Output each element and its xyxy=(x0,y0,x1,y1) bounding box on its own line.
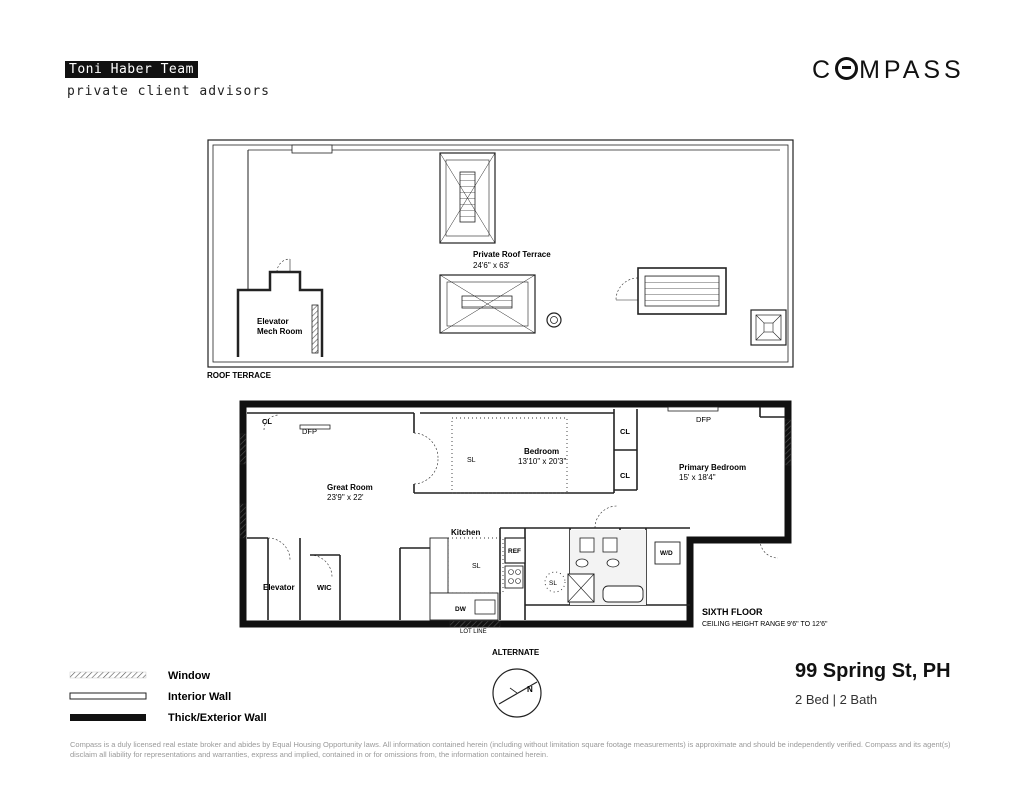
great-room-label: Great Room xyxy=(327,483,373,492)
legend-interior-swatch xyxy=(69,692,147,700)
lot-line-label: LOT LINE xyxy=(460,629,487,635)
primary-bedroom-label: Primary Bedroom xyxy=(679,463,746,472)
mech-room-label-2: Mech Room xyxy=(257,327,302,336)
window-west-1 xyxy=(239,433,247,465)
roof-stair-bulkhead xyxy=(615,267,727,315)
legend-window-swatch xyxy=(69,671,147,679)
legend-window-label: Window xyxy=(168,670,210,682)
wic-label: WIC xyxy=(317,583,332,592)
great-room-dims: 23'9" x 22' xyxy=(327,493,364,502)
bedroom-label: Bedroom xyxy=(524,447,559,456)
alternate-label: ALTERNATE xyxy=(492,648,540,657)
window-east xyxy=(784,419,792,466)
closet-label-2: CL xyxy=(620,471,630,480)
team-name-badge: Toni Haber Team xyxy=(65,61,198,78)
listing-address: 99 Spring St, PH xyxy=(795,660,951,682)
elevator-label: Elevator xyxy=(263,583,295,592)
ceiling-height-label: CEILING HEIGHT RANGE 9'6" TO 12'6" xyxy=(702,621,828,628)
dfp-label-primary: DFP xyxy=(696,415,711,424)
roof-skylight-small xyxy=(750,309,787,346)
bedroom-dims: 13'10" x 20'3" xyxy=(518,457,566,466)
legend-exterior-swatch xyxy=(70,714,146,721)
elevator-mech-room xyxy=(236,258,324,357)
north-compass: ALTERNATE N xyxy=(492,648,542,718)
legend-interior-label: Interior Wall xyxy=(168,691,231,703)
legend: Window Interior Wall Thick/Exterior Wall xyxy=(69,670,267,724)
roof-terrace-plan: Elevator Mech Room Private Roof Terrace … xyxy=(207,139,794,380)
north-label: N xyxy=(527,685,533,694)
roof-stair-2 xyxy=(439,274,536,334)
team-subtitle: private client advisors xyxy=(67,84,271,99)
sixth-floor-plan xyxy=(239,400,792,628)
window-south xyxy=(449,620,501,628)
legal-disclaimer: Compass is a duly licensed real estate b… xyxy=(70,740,951,759)
listing-beds-baths: 2 Bed | 2 Bath xyxy=(795,692,878,707)
kitchen-label: Kitchen xyxy=(451,528,480,537)
closet-label-1: CL xyxy=(620,427,630,436)
closet-label-great-room: CL xyxy=(262,417,272,426)
roof-terrace-label: Private Roof Terrace xyxy=(473,250,551,259)
fridge-label: REF xyxy=(508,548,521,555)
sixth-floor-label: SIXTH FLOOR xyxy=(702,607,763,617)
roof-level-label: ROOF TERRACE xyxy=(207,371,272,380)
legend-exterior-label: Thick/Exterior Wall xyxy=(168,712,267,724)
roof-terrace-dims: 24'6" x 63' xyxy=(473,261,510,270)
roof-stair-1 xyxy=(439,152,496,244)
skylight-label-bath: SL xyxy=(549,580,557,587)
skylight-label-bedroom: SL xyxy=(467,457,476,464)
primary-bedroom-dims: 15' x 18'4" xyxy=(679,473,716,482)
washer-dryer-label: W/D xyxy=(660,550,673,557)
window-west-2 xyxy=(239,503,247,539)
dishwasher-label: DW xyxy=(455,606,467,613)
dfp-label-great-room: DFP xyxy=(302,427,317,436)
mech-room-label-1: Elevator xyxy=(257,317,289,326)
roof-vent xyxy=(546,312,562,328)
skylight-label-kitchen: SL xyxy=(472,563,481,570)
